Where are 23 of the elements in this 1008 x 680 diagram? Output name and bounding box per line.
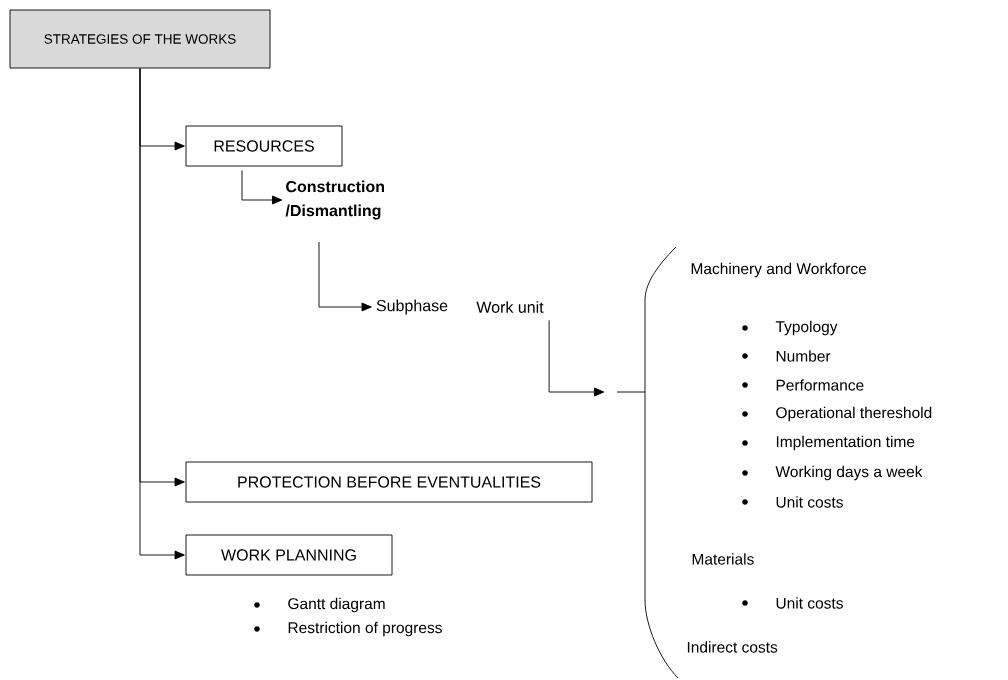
bullet-item: Restriction of progress [254, 621, 442, 637]
group-heading: Indirect costs [687, 641, 778, 653]
bullet-item: Performance [742, 379, 864, 391]
bullet-item: Unit costs [742, 597, 843, 609]
step-label: Work unit [476, 301, 544, 313]
group-heading: Machinery and Workforce [691, 262, 867, 278]
arrow [548, 319, 605, 397]
title-box: STRATEGIES OF THE WORKS [9, 9, 271, 69]
process-box: PROTECTION BEFORE EVENTUALITIES [185, 461, 593, 503]
group-heading: Materials [692, 553, 754, 565]
process-box: RESOURCES [185, 125, 343, 167]
bullet-item: Typology [742, 320, 838, 336]
arrow [241, 170, 283, 205]
bullet-item: Number [742, 350, 831, 362]
bullet-item: Working days a week [742, 465, 923, 481]
bullet-item: Operational thereshold [742, 406, 932, 422]
bullet-item: Gantt diagram [254, 597, 385, 613]
arrow [318, 241, 372, 312]
process-box: WORK PLANNING [185, 534, 393, 576]
bullet-item: Implementation time [742, 435, 915, 451]
step-label: Subphase [376, 299, 448, 315]
bullet-item: Unit costs [742, 496, 843, 508]
phase-label: Construction /Dismantling [285, 180, 384, 220]
